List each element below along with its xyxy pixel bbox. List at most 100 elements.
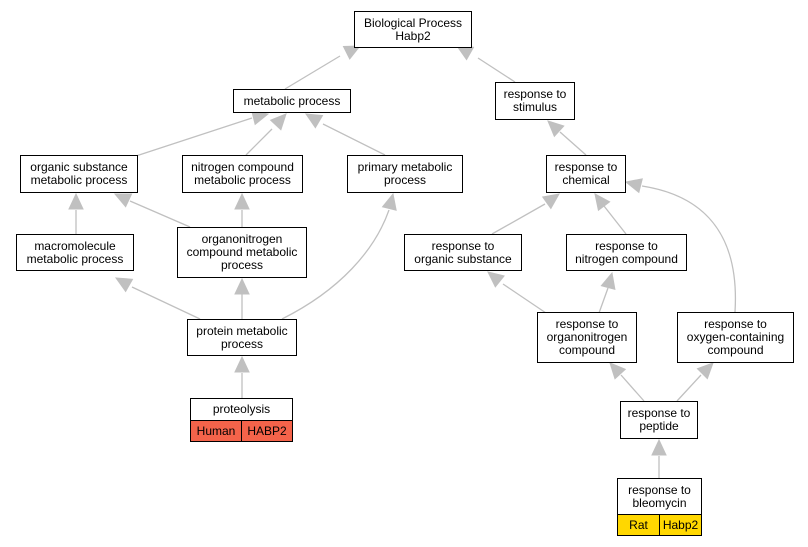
edge-resp-nitrogen-to-chemical [594,193,627,235]
edge-line [620,374,645,402]
edge-primary-met-to-metabolic [304,113,386,156]
node-line: organic substance [30,160,128,174]
node-line: peptide [639,419,679,433]
annotation-tags: Rat Habp2 [618,514,701,535]
edge-line [559,131,587,156]
edge-arrowhead [609,362,627,380]
edge-arrowhead [651,438,667,456]
node-response-to-chemical[interactable]: response to chemical [546,155,626,193]
node-response-to-nitrogen-compound[interactable]: response to nitrogen compound [566,234,687,271]
edge-line [322,123,386,156]
edge-arrowhead [234,192,250,210]
edge-macromolecule-to-organic-sub [68,192,84,234]
node-line: Habp2 [395,28,431,43]
edge-peptide-to-resp-organonitrogen [609,362,645,402]
edge-resp-organonitrogen-to-resp-organic [487,271,547,314]
node-response-to-stimulus[interactable]: response to stimulus [495,82,575,120]
edge-line [603,205,627,235]
node-line: response to [627,406,691,420]
edge-line [245,128,273,156]
node-line: process [220,336,264,351]
edge-arrowhead [600,271,616,290]
node-line: process [383,173,427,187]
edge-arrowhead [114,277,134,293]
node-organic-substance-metabolic-process[interactable]: organic substance metabolic process [20,155,138,193]
node-line: metabolic process [194,173,291,187]
node-organonitrogen-compound-metabolic-process[interactable]: organonitrogen compound metabolic proces… [177,227,307,278]
node-metabolic-process[interactable]: metabolic process [233,89,351,113]
edge-arrowhead [269,113,287,131]
edge-resp-oxygen-to-chemical [624,178,737,313]
node-proteolysis[interactable]: proteolysis Human HABP2 [190,398,293,442]
node-line: response to [554,160,618,174]
node-line: compound metabolic [186,245,298,259]
edge-metabolic-to-root [284,45,362,90]
node-line: process [220,258,264,272]
node-line: stimulus [512,100,557,114]
edge-stimulus-to-root [455,45,516,83]
species-tag: Rat [618,515,659,535]
edge-line [491,203,546,235]
node-line: response to [595,238,658,253]
edge-line [502,283,547,314]
edge-arrowhead [594,193,611,212]
edge-arrowhead [696,362,714,380]
edge-nitrogen-met-to-metabolic [245,113,287,156]
node-macromolecule-metabolic-process[interactable]: macromolecule metabolic process [16,234,134,271]
node-line: nitrogen compound [575,251,678,266]
node-response-to-organonitrogen-compound[interactable]: response to organonitrogen compound [537,312,637,363]
edge-organonitrogen-to-nitrogen-met [234,192,250,227]
node-line: primary metabolic [357,160,453,174]
edge-line [135,117,253,157]
node-label: proteolysis [213,399,270,420]
edge-arrowhead [381,192,397,211]
edge-arrowhead [541,193,560,210]
edge-arrowhead [234,277,250,295]
edge-arrowhead [547,120,565,138]
node-response-to-oxygen-containing-compound[interactable]: response to oxygen-containing compound [677,312,794,363]
node-line: macromolecule [34,238,116,253]
node-primary-metabolic-process[interactable]: primary metabolic process [347,155,463,193]
edge-arrowhead [68,192,84,210]
edge-peptide-to-resp-oxygen [676,362,714,402]
node-line: metabolic process [243,93,341,108]
node-line: response to [704,317,767,331]
edge-arrowhead [624,178,643,194]
node-line: compound [707,343,764,357]
edge-arrowhead [487,271,505,288]
node-label: response to bleomycin [628,479,691,514]
edge-arrowhead [342,45,362,60]
node-response-to-bleomycin[interactable]: response to bleomycin Rat Habp2 [617,478,702,536]
edge-organonitrogen-to-organic-sub [113,193,191,228]
edge-arrowhead [455,45,475,61]
node-line: bleomycin [632,495,687,510]
edge-line [131,286,201,320]
edge-arrowhead [304,113,324,129]
node-line: organonitrogen [201,232,283,246]
edge-protein-to-macromolecule [114,277,201,320]
edge-protein-to-primary-met [281,192,397,320]
node-response-to-peptide[interactable]: response to peptide [620,401,698,439]
edge-protein-to-organonitrogen [234,277,250,319]
species-tag: Human [191,421,241,441]
node-line: organic substance [414,251,512,266]
edge-arrowhead [113,193,133,208]
node-biological-process[interactable]: Biological Process Habp2 [354,11,472,48]
edge-organic-sub-to-metabolic [135,110,270,157]
node-line: response to [628,482,691,497]
edge-chemical-to-stimulus [547,120,587,156]
edge-line [284,55,341,90]
edge-line [281,209,390,320]
node-protein-metabolic-process[interactable]: protein metabolic process [187,319,297,356]
node-nitrogen-compound-metabolic-process[interactable]: nitrogen compound metabolic process [182,155,303,193]
node-line: response to [431,238,495,253]
edge-line [477,57,516,83]
node-response-to-organic-substance[interactable]: response to organic substance [404,234,522,271]
annotation-tags: Human HABP2 [191,420,292,441]
node-line: protein metabolic [196,323,288,338]
node-line: Biological Process [363,15,463,30]
node-line: compound [558,343,616,357]
node-line: nitrogen compound [191,160,294,174]
